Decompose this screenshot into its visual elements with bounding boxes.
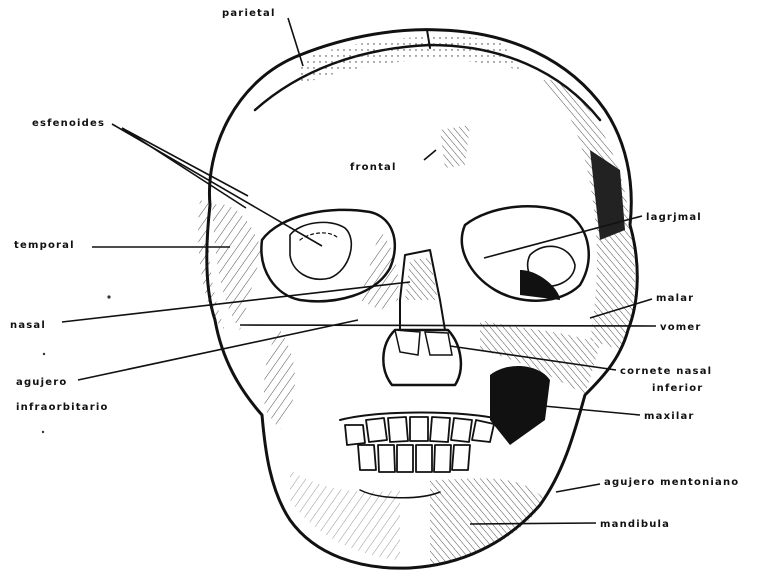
label-agujero: agujero: [16, 377, 67, 388]
leader-frontal: [424, 150, 436, 160]
label-parietal: parietal: [222, 8, 276, 19]
label-frontal: frontal: [350, 162, 397, 173]
leader-mandibula: [470, 523, 596, 524]
teeth: [340, 413, 505, 473]
label-agujero-mentoniano: agujero mentoniano: [604, 477, 739, 488]
label-malar: malar: [656, 293, 694, 304]
label-maxilar: maxilar: [644, 411, 695, 422]
label-nasal: nasal: [10, 320, 46, 331]
label-esfenoides: esfenoides: [32, 118, 105, 129]
label-mandibula: mandibula: [600, 519, 670, 530]
leader-agujero-mentoniano: [556, 484, 600, 492]
label-vomer: vomer: [660, 322, 702, 333]
label-temporal: temporal: [14, 240, 75, 251]
label-inferior: inferior: [652, 383, 703, 394]
label-infraorbitario: infraorbitario: [16, 402, 109, 413]
label-lagrimal: lagrjmal: [646, 212, 702, 223]
leader-vomer: [240, 325, 656, 326]
leader-esfenoides-b: [122, 128, 248, 196]
label-cornete-nasal: cornete nasal: [620, 366, 712, 377]
